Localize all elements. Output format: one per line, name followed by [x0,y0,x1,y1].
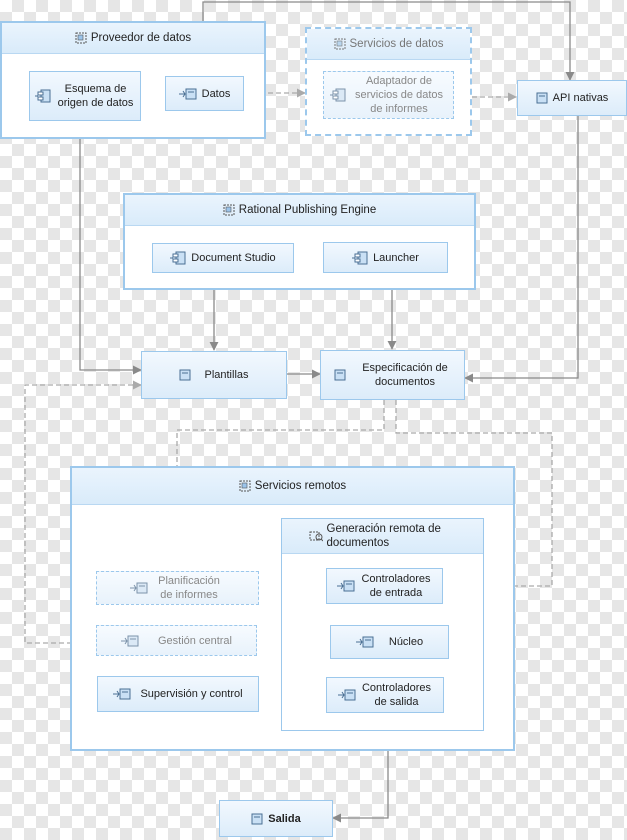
artifact-icon [121,635,139,647]
artifact-icon [337,689,356,701]
node-label: Datos [201,87,231,100]
group-title: Servicios remotos [254,480,347,492]
node-label: Launcher [373,251,419,264]
interface-icon [334,369,346,381]
node-plantillas[interactable]: Plantillas [141,351,287,399]
subsystem-icon [334,38,346,50]
node-gestion-central[interactable]: Gestión central [96,625,257,656]
node-nucleo[interactable]: Núcleo [330,625,449,659]
subsystem-icon [223,204,235,216]
node-salida[interactable]: Salida [219,800,333,837]
group-header: Servicios de datos [307,29,470,60]
interface-icon [536,92,548,104]
node-label: Adaptador de servicios de datos de infor… [354,75,444,115]
group-header: Rational Publishing Engine [125,195,474,226]
node-planificacion[interactable]: Planificación de informes [96,571,259,605]
node-api-nativas[interactable]: API nativas [517,80,627,116]
node-esquema[interactable]: Esquema de origen de datos [29,71,141,121]
node-controladores-entrada[interactable]: Controladores de entrada [326,568,443,604]
node-label: Especificación de documentos [362,362,448,388]
node-label: Gestión central [158,634,232,647]
component-icon [309,530,323,542]
component-icon [170,251,186,265]
component-icon [330,88,346,102]
node-label: Supervisión y control [140,688,243,700]
artifact-icon [113,688,131,700]
subsystem-icon [239,480,251,492]
node-launcher[interactable]: Launcher [323,242,448,273]
artifact-icon [337,580,355,592]
group-rpe: Rational Publishing Engine [123,193,476,290]
artifact-icon [355,636,374,648]
component-icon [34,89,51,103]
node-label: Controladores de entrada [361,573,431,599]
node-label: Núcleo [388,636,424,648]
edge-api-especificacion [464,116,579,383]
node-controladores-salida[interactable]: Controladores de salida [326,677,444,713]
node-label: Salida [268,812,301,825]
node-label: Plantillas [204,369,249,381]
group-title: Rational Publishing Engine [238,204,377,216]
group-header: Proveedor de datos [2,23,264,54]
group-header: Servicios remotos [72,468,513,505]
node-especificacion[interactable]: Especificación de documentos [320,350,465,400]
group-title: Proveedor de datos [90,32,192,44]
artifact-icon [130,582,148,594]
group-title: Generación remota de documentos [326,523,441,549]
group-header: Generación remota de documentos [282,519,483,554]
node-adaptador[interactable]: Adaptador de servicios de datos de infor… [323,71,454,119]
node-supervision[interactable]: Supervisión y control [97,676,259,712]
node-datos[interactable]: Datos [165,76,244,111]
node-label: Controladores de salida [361,682,432,708]
node-label: Esquema de origen de datos [57,83,134,109]
node-label: Planificación de informes [158,575,220,601]
node-document-studio[interactable]: Document Studio [152,243,294,273]
subsystem-icon [75,32,87,44]
group-title: Servicios de datos [349,38,444,50]
node-label: Document Studio [191,252,276,264]
interface-icon [179,369,191,381]
node-label: API nativas [552,92,609,104]
interface-icon [251,813,263,825]
artifact-icon [178,88,197,100]
component-icon [352,251,368,265]
